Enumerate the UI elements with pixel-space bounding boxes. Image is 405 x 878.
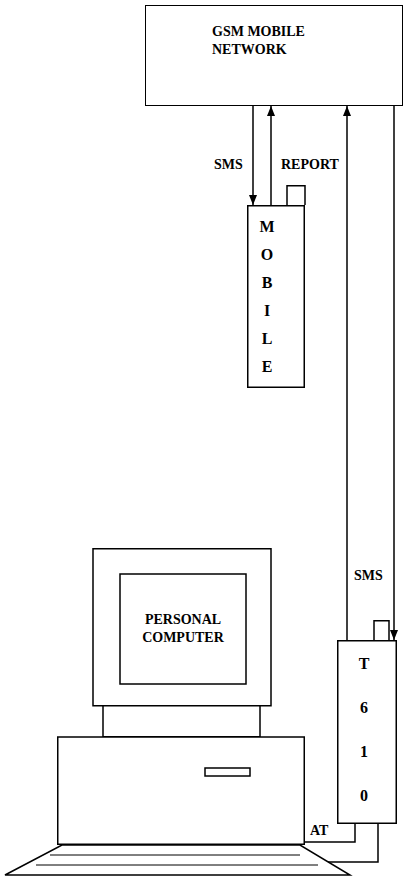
keyboard (5, 845, 350, 875)
phone-body (338, 641, 397, 824)
edge-label: REPORT (279, 156, 341, 173)
personal-computer: PERSONAL COMPUTER (57, 548, 305, 845)
system-unit (58, 737, 305, 844)
message-arrow (252, 106, 254, 205)
node-text: M O B I L E (258, 213, 276, 381)
phone-outline (247, 185, 305, 388)
node-text: T 6 1 0 (355, 642, 373, 818)
message-arrow (270, 106, 272, 205)
network-box: GSM MOBILE NETWORK (145, 5, 403, 106)
edge-label: AT (308, 822, 330, 839)
message-arrow (346, 106, 348, 640)
mobile-phone: M O B I L E (247, 205, 305, 388)
monitor-stand (103, 706, 260, 737)
screen (120, 574, 246, 684)
node-text: PERSONAL COMPUTER (120, 611, 246, 647)
text-area: T 6 1 0 (355, 642, 373, 818)
edge-label: SMS (212, 156, 245, 173)
text-area: PERSONAL COMPUTER (120, 574, 246, 684)
keyboard-row (50, 855, 300, 856)
text-area: GSM MOBILE NETWORK (212, 23, 330, 59)
phone-body (248, 206, 305, 388)
antenna (374, 621, 389, 640)
signal-label: SMS (352, 567, 385, 584)
drive-slot (205, 768, 250, 776)
computer-outline (57, 548, 305, 845)
monitor (93, 549, 271, 706)
t610-phone: T 6 1 0 (337, 640, 397, 824)
antenna (287, 186, 305, 205)
cable-wire (328, 820, 378, 862)
text-area: M O B I L E (258, 213, 276, 381)
keyboard-row (36, 865, 318, 866)
node-text: GSM MOBILE NETWORK (212, 23, 330, 59)
message-arrow (393, 106, 395, 640)
